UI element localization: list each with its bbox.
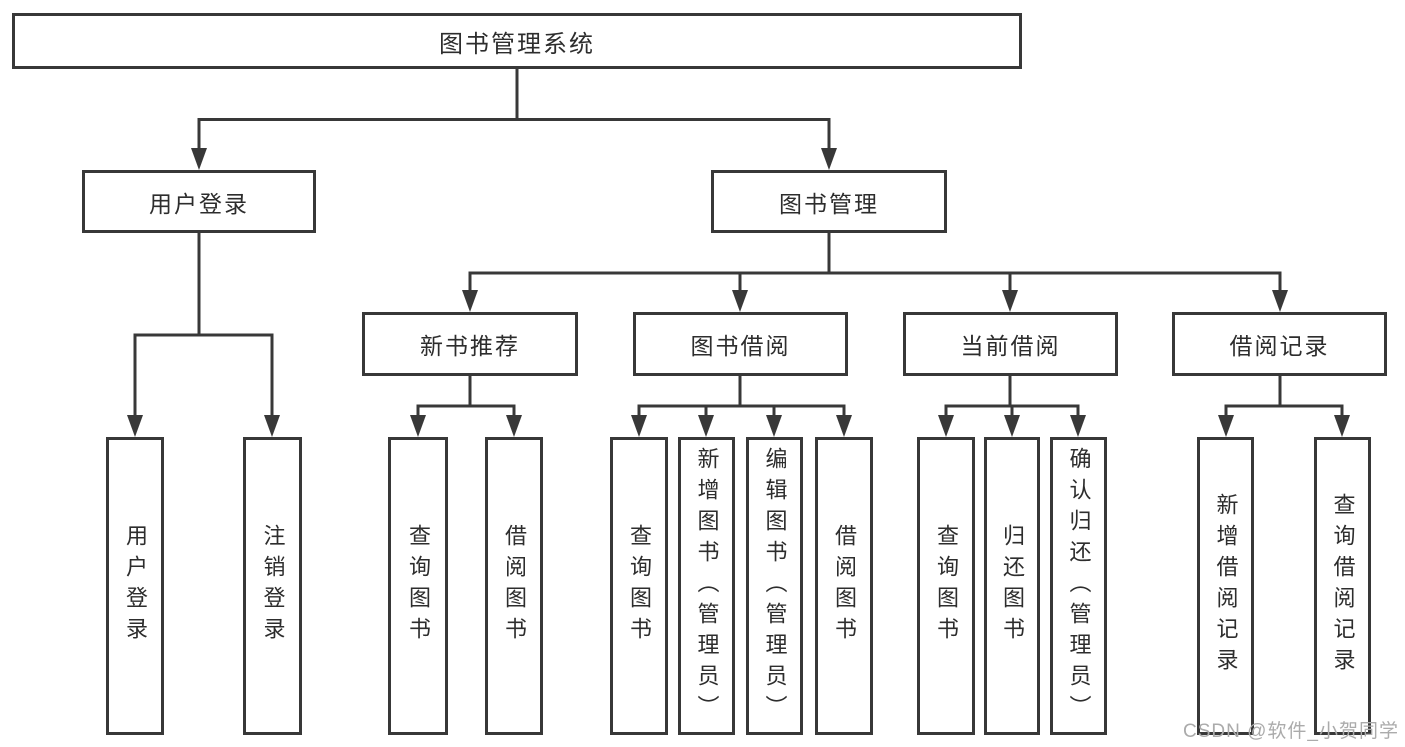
node-borrow-records: 借阅记录: [1172, 312, 1387, 376]
leaf-confirm-return-admin-label: 确认归还（管理员）: [1066, 446, 1092, 726]
leaf-query-books-recommend: 查询图书: [388, 437, 448, 735]
leaf-confirm-return-admin: 确认归还（管理员）: [1050, 437, 1107, 735]
node-book-management: 图书管理: [711, 170, 947, 233]
leaf-query-borrow-record: 查询借阅记录: [1314, 437, 1371, 735]
leaf-add-borrow-record-label: 新增借阅记录: [1213, 493, 1239, 679]
leaf-add-books-admin: 新增图书（管理员）: [678, 437, 735, 735]
leaf-borrow-books-recommend: 借阅图书: [485, 437, 543, 735]
leaf-query-borrow-record-label: 查询借阅记录: [1330, 493, 1356, 679]
leaf-query-books-current: 查询图书: [917, 437, 975, 735]
node-user-login: 用户登录: [82, 170, 316, 233]
node-book-borrowing: 图书借阅: [633, 312, 848, 376]
leaf-query-books-recommend-label: 查询图书: [406, 524, 431, 648]
leaf-borrow-books-recommend-label: 借阅图书: [502, 524, 527, 648]
connector-bookborrow-to-leaves: [637, 376, 846, 418]
connector-bookmgmt-to-level3: [468, 233, 1282, 293]
connector-currentborrow-to-leaves: [944, 376, 1080, 418]
node-new-book-recommend: 新书推荐: [362, 312, 578, 376]
connector-root-to-level2: [197, 68, 831, 150]
leaf-query-books-borrowing: 查询图书: [610, 437, 668, 735]
leaf-edit-books-admin-label: 编辑图书（管理员）: [762, 446, 788, 726]
csdn-watermark: CSDN @软件_小贺同学: [1183, 721, 1399, 742]
leaf-logout-label: 注销登录: [260, 524, 286, 648]
leaf-return-books: 归还图书: [984, 437, 1040, 735]
leaf-query-books-current-label: 查询图书: [934, 524, 959, 648]
leaf-borrow-books: 借阅图书: [815, 437, 873, 735]
leaf-logout: 注销登录: [243, 437, 302, 735]
arrowheads: [127, 148, 1350, 437]
node-current-borrowing: 当前借阅: [903, 312, 1118, 376]
leaf-user-login-label: 用户登录: [123, 524, 148, 648]
leaf-return-books-label: 归还图书: [1000, 524, 1025, 648]
leaf-borrow-books-label: 借阅图书: [832, 524, 857, 648]
leaf-query-books-borrowing-label: 查询图书: [627, 524, 652, 648]
leaf-user-login: 用户登录: [106, 437, 164, 735]
connector-newbook-to-leaves: [416, 376, 516, 418]
leaf-add-books-admin-label: 新增图书（管理员）: [694, 446, 720, 726]
leaf-add-borrow-record: 新增借阅记录: [1197, 437, 1254, 735]
node-root-system: 图书管理系统: [12, 13, 1022, 69]
connector-userlogin-to-leaves: [133, 232, 274, 418]
connector-borrowrecord-to-leaves: [1224, 376, 1344, 418]
leaf-edit-books-admin: 编辑图书（管理员）: [746, 437, 803, 735]
